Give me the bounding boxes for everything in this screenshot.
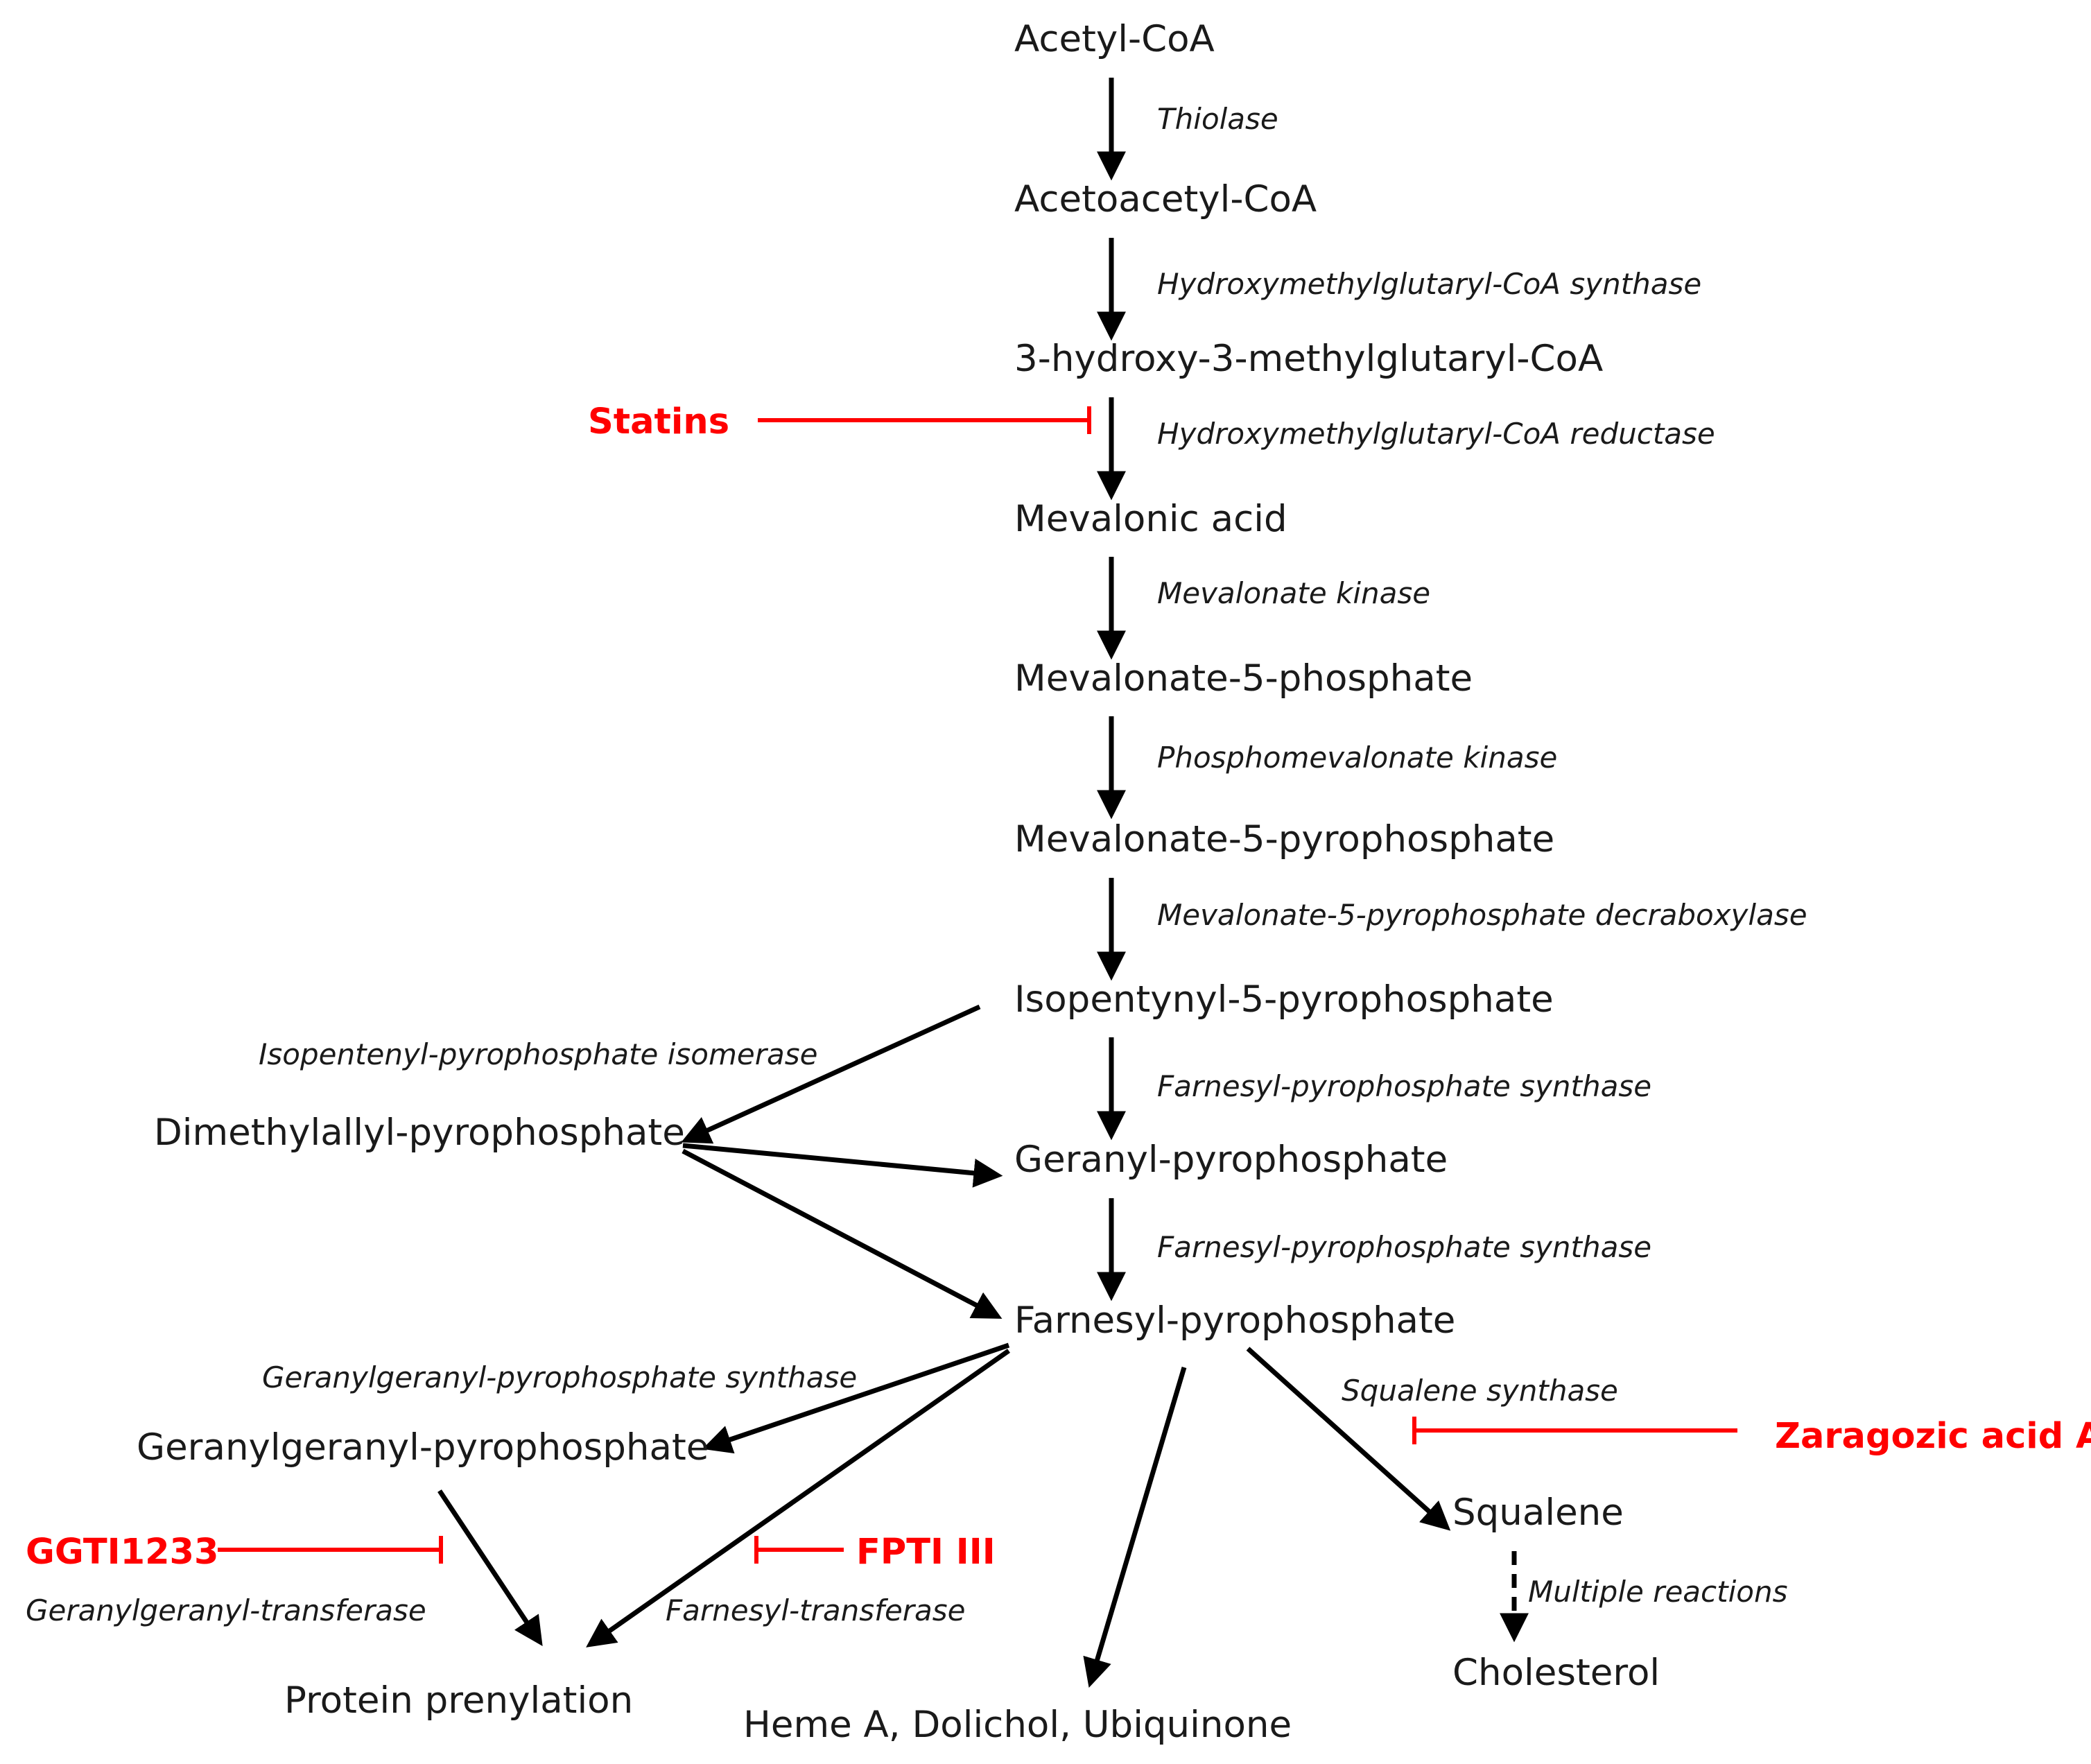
inhibitor-statins: Statins xyxy=(588,401,729,442)
enzyme-multiple-reactions: Multiple reactions xyxy=(1528,1575,1787,1609)
enzyme-farnesyl-transferase: Farnesyl-transferase xyxy=(666,1593,966,1627)
enzyme-mevalonate-kinase: Mevalonate kinase xyxy=(1157,576,1430,610)
arrow-ipp-to-dmapp xyxy=(681,1004,981,1144)
enzyme-hmg-coa-reductase: Hydroxymethylglutaryl-CoA reductase xyxy=(1157,417,1715,451)
metabolite-farnesyl-pyrophosphate: Farnesyl-pyrophosphate xyxy=(1014,1299,1455,1342)
arrow-fpp-to-heme xyxy=(1083,1367,1187,1688)
reaction-arrows xyxy=(437,78,1529,1688)
enzyme-fpp-synthase-1: Farnesyl-pyrophosphate synthase xyxy=(1157,1069,1651,1103)
enzyme-hmg-coa-synthase: Hydroxymethylglutaryl-CoA synthase xyxy=(1157,267,1701,301)
metabolite-hmg-coa: 3-hydroxy-3-methylglutaryl-CoA xyxy=(1014,338,1603,380)
metabolite-geranyl-pyrophosphate: Geranyl-pyrophosphate xyxy=(1014,1139,1448,1181)
inhibitor-labels: Statins Zaragozic acid A GGTI1233 FPTI I… xyxy=(26,401,2091,1573)
metabolite-protein-prenylation: Protein prenylation xyxy=(284,1679,633,1722)
inhibitor-fpti-iii: FPTI III xyxy=(856,1532,996,1573)
metabolite-acetyl-coa: Acetyl-CoA xyxy=(1014,18,1215,60)
enzyme-ipp-isomerase: Isopentenyl-pyrophosphate isomerase xyxy=(259,1037,817,1071)
enzyme-mevalonate-pp-decarboxylase: Mevalonate-5-pyrophosphate decraboxylase xyxy=(1157,898,1807,932)
inhibitor-ggti1233: GGTI1233 xyxy=(26,1532,219,1573)
metabolite-heme-dolichol-ubiquinone: Heme A, Dolichol, Ubiquinone xyxy=(743,1704,1292,1746)
enzyme-ggpp-synthase: Geranylgeranyl-pyrophosphate synthase xyxy=(262,1360,857,1394)
metabolite-cholesterol: Cholesterol xyxy=(1452,1652,1660,1694)
metabolite-labels: Acetyl-CoA Acetoacetyl-CoA 3-hydroxy-3-m… xyxy=(137,18,1660,1746)
enzyme-labels: Thiolase Hydroxymethylglutaryl-CoA synth… xyxy=(26,102,1807,1627)
metabolite-squalene: Squalene xyxy=(1452,1491,1624,1534)
arrow-ggpp-to-prenylation xyxy=(437,1489,543,1646)
enzyme-fpp-synthase-2: Farnesyl-pyrophosphate synthase xyxy=(1157,1230,1651,1264)
arrow-fpp-to-squalene xyxy=(1246,1347,1451,1531)
arrow-fpp-to-ggpp xyxy=(702,1342,1010,1454)
enzyme-geranylgeranyl-transferase: Geranylgeranyl-transferase xyxy=(26,1593,426,1627)
arrow-dmapp-to-gpp xyxy=(682,1143,1003,1188)
arrow-fpp-to-prenylation xyxy=(586,1349,1011,1648)
inhibitor-zaragozic-acid-a: Zaragozic acid A xyxy=(1775,1416,2091,1457)
metabolite-dimethylallyl-pyrophosphate: Dimethylallyl-pyrophosphate xyxy=(154,1112,685,1154)
metabolite-geranylgeranyl-pyrophosphate: Geranylgeranyl-pyrophosphate xyxy=(137,1426,709,1469)
enzyme-thiolase: Thiolase xyxy=(1157,102,1278,136)
arrow-dmapp-to-fpp xyxy=(682,1148,1003,1319)
metabolite-isopentenyl-pyrophosphate: Isopentynyl-5-pyrophosphate xyxy=(1014,978,1554,1021)
metabolite-mevalonic-acid: Mevalonic acid xyxy=(1014,498,1287,540)
metabolite-mevalonate-5-phosphate: Mevalonate-5-phosphate xyxy=(1014,657,1473,700)
metabolite-acetoacetyl-coa: Acetoacetyl-CoA xyxy=(1014,178,1317,220)
enzyme-phosphomevalonate-kinase: Phosphomevalonate kinase xyxy=(1157,741,1557,775)
metabolite-mevalonate-5-pyrophosphate: Mevalonate-5-pyrophosphate xyxy=(1014,818,1554,861)
enzyme-squalene-synthase: Squalene synthase xyxy=(1342,1374,1618,1408)
inhibition-lines xyxy=(218,406,1737,1564)
